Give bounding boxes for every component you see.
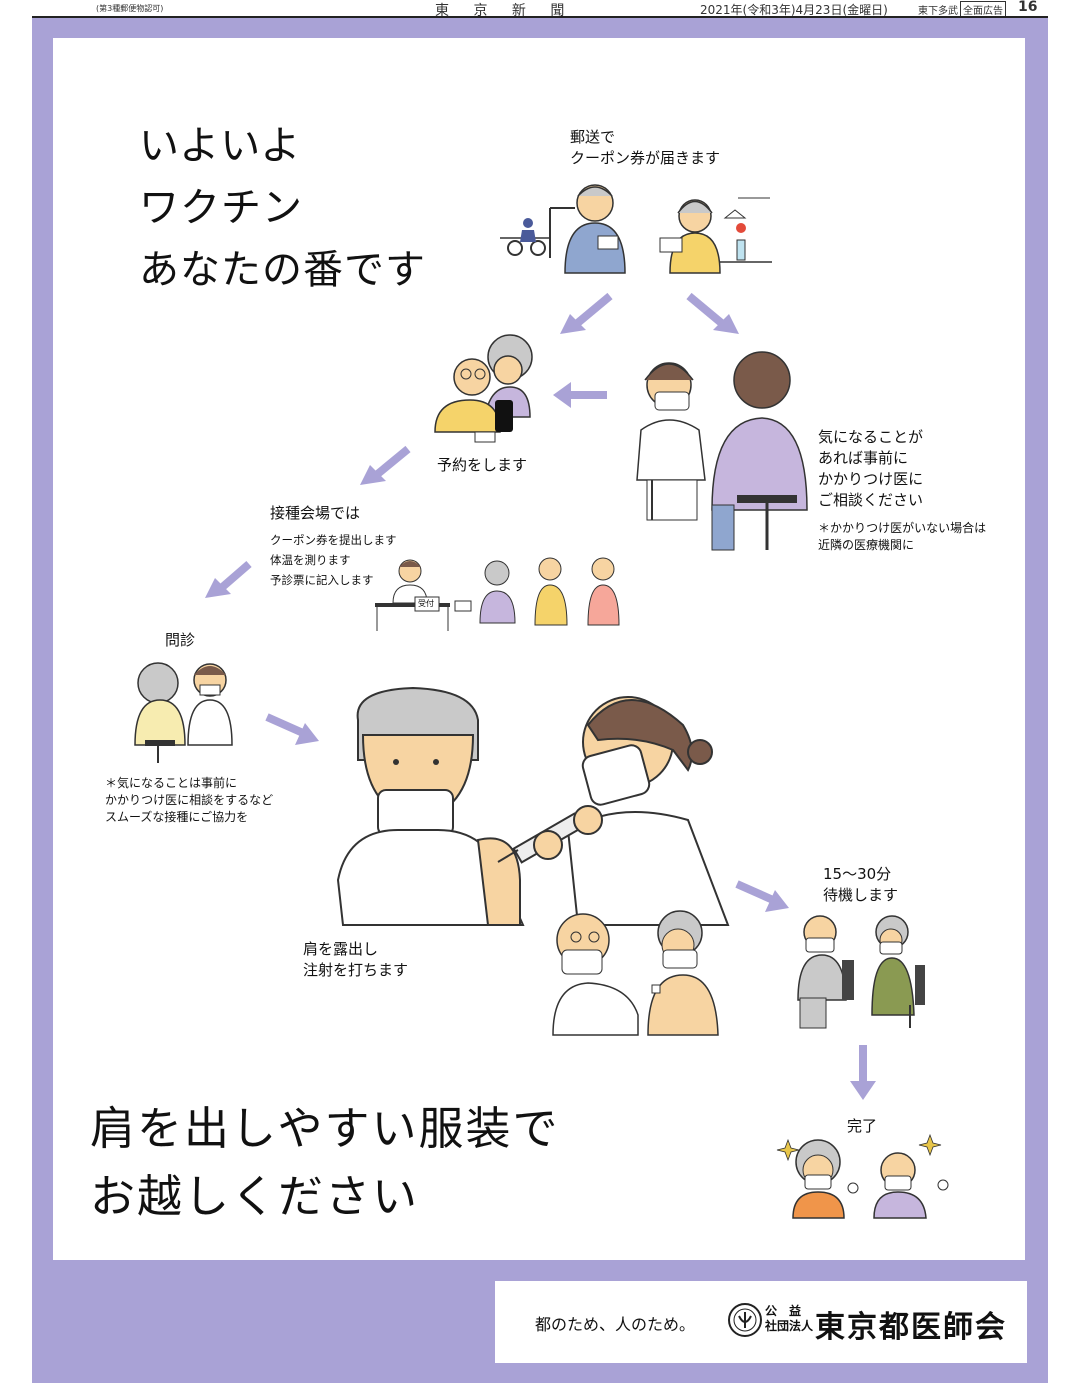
- headline-line-1: いよいよ: [139, 123, 302, 169]
- arrow-down-left-2: [360, 445, 411, 485]
- bottom-message-line-2: お越しください: [90, 1170, 420, 1223]
- done-illustration: [776, 1133, 949, 1219]
- medical-association-seal-icon: [728, 1303, 762, 1337]
- footer-org-prefix-bottom: 社団法人: [765, 1319, 814, 1333]
- step-injection-label: 肩を露出し 注射を打ちます: [303, 940, 409, 979]
- edition-label: 東下多武: [918, 6, 958, 17]
- paper-name: 東 京 新 聞: [435, 3, 575, 19]
- injection-illustration: [336, 686, 730, 926]
- header-rule: [32, 16, 1048, 18]
- arrow-down: [850, 1045, 876, 1100]
- headline-line-2: ワクチン: [139, 185, 303, 231]
- venue-illustration: [375, 557, 620, 631]
- footer-org-prefix: 公 益 社団法人: [765, 1304, 813, 1334]
- step-consult-label: 気になることが あれば事前に かかりつけ医に ご相談ください: [818, 428, 924, 509]
- step-mail-label: 郵送で クーポン券が届きます: [570, 128, 721, 167]
- arrow-right-down: [265, 713, 319, 745]
- footer-org-name: 東京都医師会: [815, 1310, 1007, 1345]
- bottom-message: 肩を出しやすい服装で お越しください: [90, 1095, 560, 1231]
- bottom-message-line-1: 肩を出しやすい服装で: [90, 1102, 560, 1155]
- interview-illustration: [134, 662, 233, 763]
- injection-small-illustration: [552, 910, 719, 1036]
- step-interview-title: 問診: [165, 631, 196, 649]
- reception-sign: 受付: [418, 599, 434, 608]
- arrow-left: [553, 382, 607, 408]
- step-wait-label: 15〜30分 待機します: [823, 865, 899, 904]
- footer-org-prefix-top: 公 益: [765, 1304, 802, 1318]
- footer-slogan: 都のため、人のため。: [535, 1315, 696, 1334]
- headline: いよいよ ワクチン あなたの番です: [139, 115, 426, 301]
- page-number: 16: [1018, 0, 1038, 15]
- arrow-down-right: [686, 292, 739, 334]
- step-venue-title: 接種会場では: [270, 504, 361, 522]
- headline-line-3: あなたの番です: [139, 247, 426, 293]
- newspaper-header: (第3種郵便物認可) 東 京 新 聞 2021年(令和3年)4月23日(金曜日)…: [0, 0, 1080, 19]
- reserve-illustration: [434, 334, 533, 443]
- wait-illustration: [797, 915, 925, 1029]
- arrow-down-left-3: [205, 560, 252, 598]
- step-consult-note: ＊かかりつけ医がいない場合は 近隣の医療機関に: [818, 521, 987, 552]
- permit-text: (第3種郵便物認可): [96, 4, 164, 13]
- consult-illustration: [636, 351, 808, 551]
- arrow-down-left: [560, 292, 613, 334]
- step-done-label: 完了: [847, 1117, 878, 1135]
- step-venue-items: クーポン券を提出します 体温を測ります 予診票に記入します: [270, 533, 397, 587]
- step-reserve-label: 予約をします: [437, 456, 528, 474]
- step-interview-note: ＊気になることは事前に かかりつけ医に相談をするなど スムーズな接種にご協力を: [105, 776, 274, 824]
- issue-date: 2021年(令和3年)4月23日(金曜日): [700, 3, 888, 17]
- arrow-right-down-2: [735, 880, 789, 912]
- mail-illustration: [500, 184, 772, 274]
